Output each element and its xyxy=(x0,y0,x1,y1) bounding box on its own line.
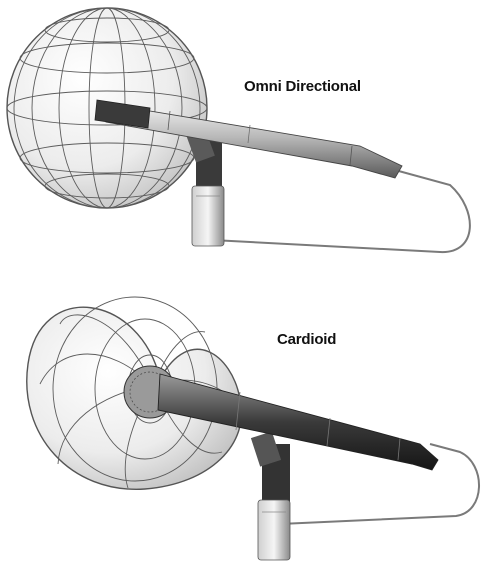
omni-directional-diagram: Omni Directional xyxy=(0,0,482,284)
cardioid-label: Cardioid xyxy=(277,331,336,348)
omni-illustration xyxy=(0,0,482,284)
omni-cable xyxy=(212,170,470,252)
omni-mic-stand xyxy=(185,126,224,246)
cardioid-mic-stand xyxy=(251,431,290,560)
cardioid-diagram: Cardioid xyxy=(0,284,482,568)
cardioid-illustration xyxy=(0,284,482,568)
omni-directional-label: Omni Directional xyxy=(244,78,361,95)
